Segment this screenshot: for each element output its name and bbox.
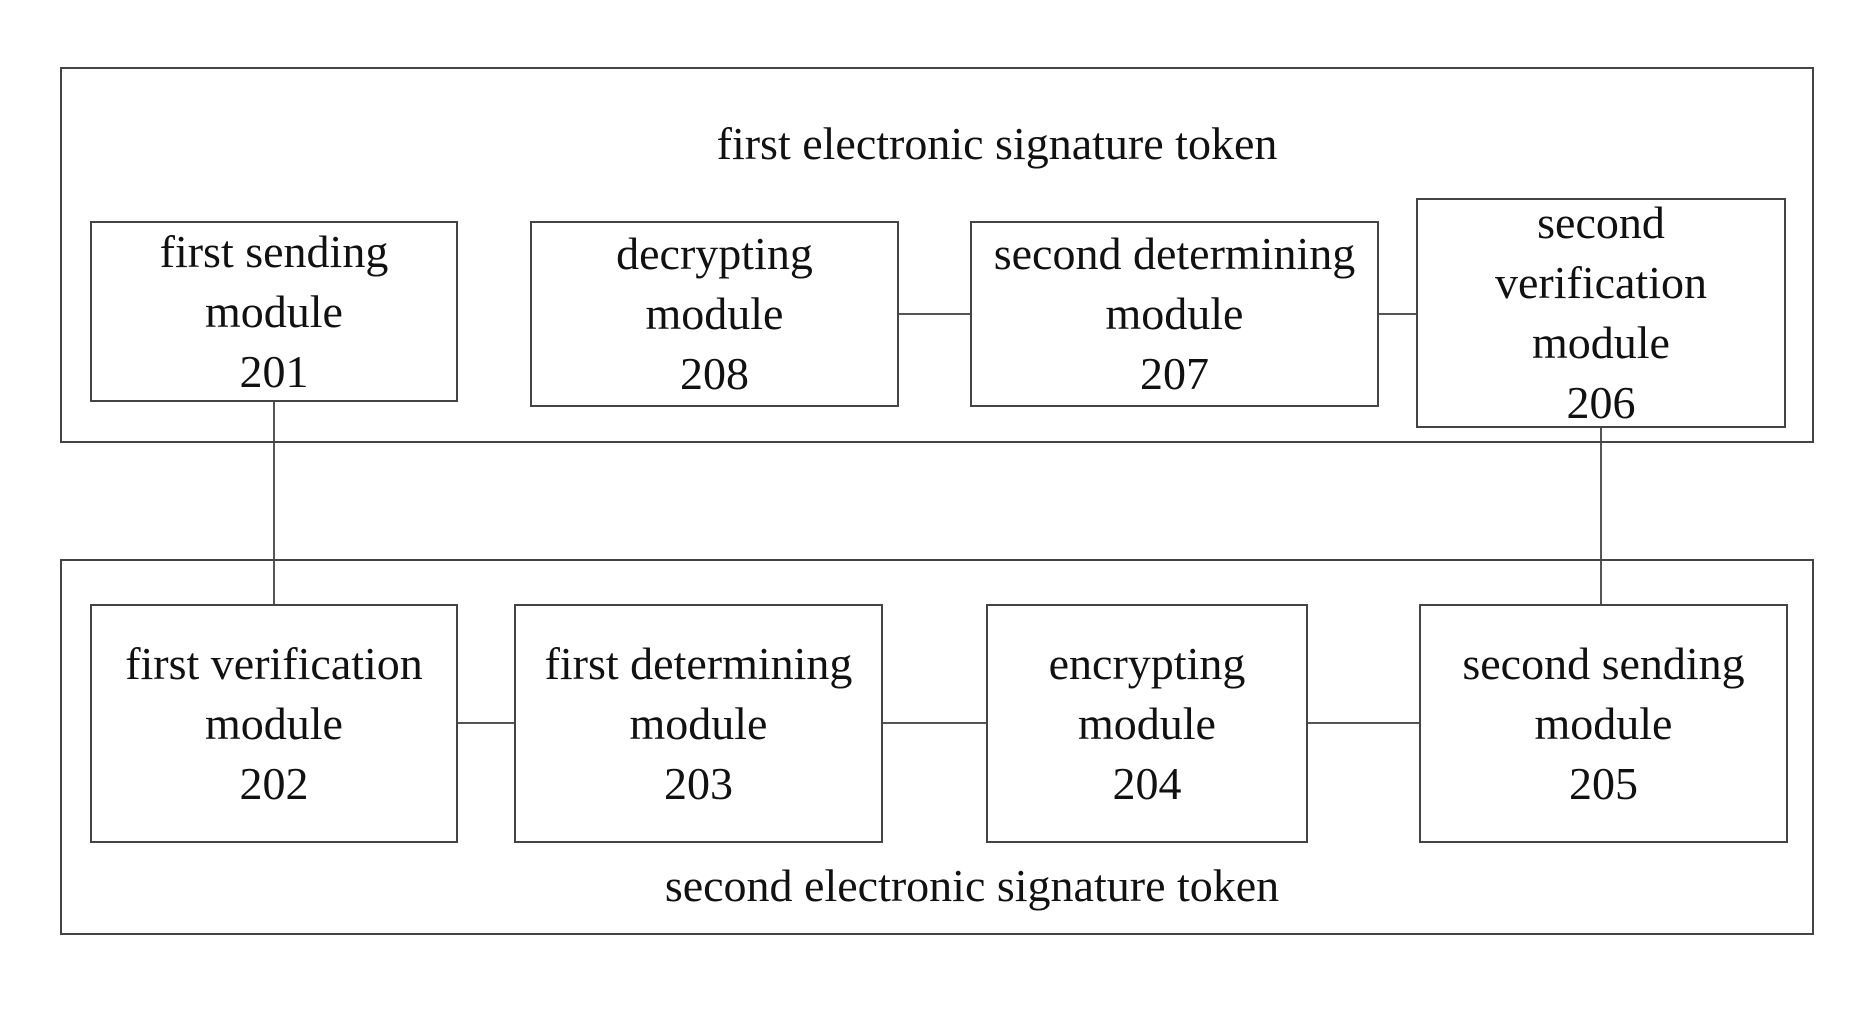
module-label-line: second determining — [994, 224, 1356, 284]
module-number: 204 — [1113, 754, 1182, 814]
module-label-line: second sending — [1462, 634, 1744, 694]
module-label-line: module — [1106, 284, 1244, 344]
module-number: 201 — [240, 342, 309, 402]
module-label-line: module — [1535, 694, 1673, 754]
module-label-line: verification — [1495, 253, 1707, 313]
second-token-title: second electronic signature token — [132, 863, 1812, 909]
second-sending-module-205: second sending module 205 — [1419, 604, 1788, 843]
module-number: 203 — [664, 754, 733, 814]
module-label-line: first verification — [125, 634, 423, 694]
encrypting-module-204: encrypting module 204 — [986, 604, 1308, 843]
first-verification-module-202: first verification module 202 — [90, 604, 458, 843]
second-determining-module-207: second determining module 207 — [970, 221, 1379, 407]
first-determining-module-203: first determining module 203 — [514, 604, 883, 843]
module-label-line: first determining — [545, 634, 853, 694]
module-label-line: second — [1537, 193, 1665, 253]
second-verification-module-206: second verification module 206 — [1416, 198, 1786, 428]
module-number: 206 — [1567, 373, 1636, 433]
module-label-line: module — [1532, 313, 1670, 373]
decrypting-module-208: decrypting module 208 — [530, 221, 899, 407]
module-label-line: module — [1078, 694, 1216, 754]
module-label-line: module — [205, 694, 343, 754]
module-label-line: module — [205, 282, 343, 342]
module-label-line: module — [630, 694, 768, 754]
module-number: 207 — [1140, 344, 1209, 404]
module-number: 208 — [680, 344, 749, 404]
module-number: 202 — [240, 754, 309, 814]
module-label-line: module — [646, 284, 784, 344]
module-label-line: encrypting — [1049, 634, 1246, 694]
first-token-title: first electronic signature token — [182, 121, 1812, 167]
module-label-line: decrypting — [616, 224, 813, 284]
first-sending-module-201: first sending module 201 — [90, 221, 458, 402]
module-number: 205 — [1569, 754, 1638, 814]
module-label-line: first sending — [160, 222, 389, 282]
